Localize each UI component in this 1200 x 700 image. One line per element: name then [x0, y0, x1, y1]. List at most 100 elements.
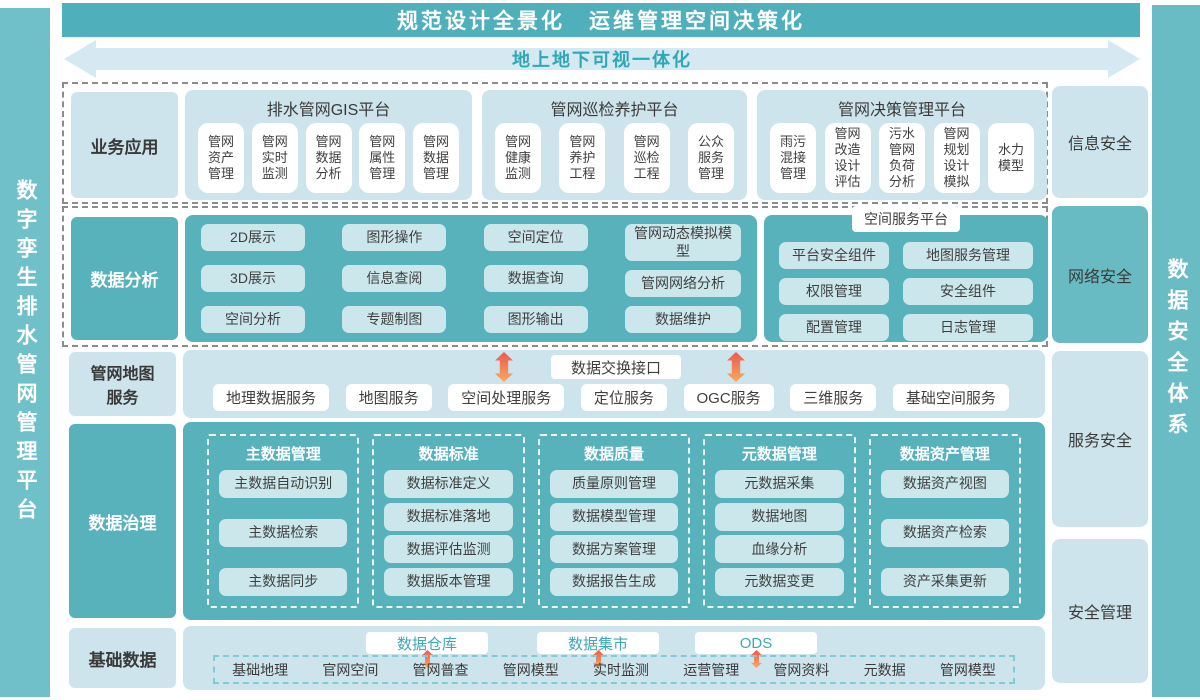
business-item-label: 管网规划设计模拟 [943, 125, 970, 190]
governance-column-data-quality: 数据质量 质量原则管理 数据模型管理 数据方案管理 数据报告生成 [537, 434, 691, 608]
governance-item: 数据方案管理 [549, 535, 679, 564]
governance-column-data-standard: 数据标准 数据标准定义 数据标准落地 数据评估监测 数据版本管理 [372, 434, 525, 608]
data-exchange-interface: 数据交换接口 [551, 355, 681, 379]
business-item: 污水管网负荷分析 [879, 123, 925, 193]
base-data-source: 元数据 [863, 661, 906, 678]
gis-platform-items: 管网资产管理 管网实时监测 管网数据分析 管网属性管理 管网数据管理 [198, 123, 459, 193]
governance-item: 数据资产检索 [880, 519, 1010, 547]
inspection-platform-title: 管网巡检养护平台 [550, 102, 679, 119]
spatial-item: 配置管理 [779, 314, 890, 341]
map-service-item: 空间处理服务 [448, 384, 565, 411]
analysis-item: 图形操作 [342, 224, 447, 251]
business-item-label: 水力模型 [997, 141, 1024, 173]
map-service-list: 地理数据服务 地图服务 空间处理服务 定位服务 OGC服务 三维服务 基础空间服… [213, 384, 1009, 411]
business-item-label: 管网巡检工程 [633, 133, 660, 182]
security-box-management: 安全管理 [1052, 539, 1148, 683]
exchange-arrow-icon [495, 352, 513, 382]
analysis-item: 图形输出 [483, 306, 588, 333]
governance-item: 数据评估监测 [384, 535, 513, 564]
base-data-source: 基础地理 [232, 661, 289, 678]
governance-column-master-data: 主数据管理 主数据自动识别 主数据检索 主数据同步 [207, 434, 360, 608]
governance-item: 数据标准定义 [384, 470, 513, 498]
governance-column-data-assets: 数据资产管理 数据资产视图 数据资产检索 资产采集更新 [868, 434, 1022, 608]
banner-arrow-left-icon [64, 40, 96, 78]
spatial-item: 日志管理 [903, 314, 1033, 341]
business-item-label: 管网数据分析 [315, 133, 342, 182]
base-data-source: 官网空间 [322, 661, 379, 678]
governance-columns: 主数据管理 主数据自动识别 主数据检索 主数据同步 数据标准 数据标准定义 数据… [207, 434, 1022, 608]
governance-item: 元数据采集 [715, 470, 844, 498]
spatial-item: 地图服务管理 [903, 242, 1033, 269]
governance-column-title: 主数据管理 [245, 446, 321, 463]
analysis-item: 空间分析 [201, 306, 305, 333]
business-item-label: 管网健康监测 [504, 133, 531, 182]
governance-item: 数据地图 [715, 502, 844, 531]
gis-platform-title: 排水管网GIS平台 [266, 102, 391, 119]
inspection-platform-items: 管网健康监测 管网养护工程 管网巡检工程 公众服务管理 [495, 123, 734, 193]
governance-items: 元数据采集 数据地图 血缘分析 元数据变更 [715, 470, 844, 596]
base-data-source: 运营管理 [683, 661, 740, 678]
spatial-item: 权限管理 [779, 278, 890, 305]
spatial-platform-title: 空间服务平台 [852, 206, 960, 232]
business-item: 水力模型 [988, 123, 1034, 193]
business-item: 管网巡检工程 [623, 123, 670, 193]
business-item-label: 管网属性管理 [369, 133, 396, 182]
governance-column-title: 数据资产管理 [899, 446, 990, 463]
governance-item: 主数据检索 [219, 519, 348, 547]
business-item: 雨污混接管理 [770, 123, 816, 193]
governance-column-title: 数据质量 [584, 446, 645, 463]
spatial-service-platform-panel: 空间服务平台 平台安全组件 地图服务管理 权限管理 安全组件 配置管理 日志管理 [764, 206, 1048, 342]
governance-item: 数据资产视图 [880, 470, 1010, 498]
map-service-item: 定位服务 [580, 384, 667, 411]
spatial-item: 安全组件 [903, 278, 1033, 305]
analysis-item: 空间定位 [483, 224, 588, 251]
row-label-analysis: 数据分析 [71, 217, 178, 340]
banner-arrow-right-icon [1108, 40, 1140, 78]
governance-panel: 主数据管理 主数据自动识别 主数据检索 主数据同步 数据标准 数据标准定义 数据… [183, 422, 1045, 620]
governance-column-metadata: 元数据管理 元数据采集 数据地图 血缘分析 元数据变更 [703, 434, 856, 608]
business-item: 管网健康监测 [495, 123, 541, 193]
business-item: 管网属性管理 [359, 123, 406, 193]
analysis-item: 信息查阅 [342, 265, 447, 292]
map-services-panel: 数据交换接口 地理数据服务 地图服务 空间处理服务 定位服务 OGC服务 三维服… [183, 350, 1045, 418]
governance-items: 质量原则管理 数据模型管理 数据方案管理 数据报告生成 [549, 470, 679, 596]
analysis-item: 专题制图 [342, 306, 447, 333]
decision-platform-title: 管网决策管理平台 [837, 102, 966, 119]
row-label-business: 业务应用 [71, 92, 178, 198]
spatial-platform-items: 平台安全组件 地图服务管理 权限管理 安全组件 配置管理 日志管理 [779, 242, 1033, 341]
exchange-arrow-icon [727, 352, 745, 382]
inspection-platform-panel: 管网巡检养护平台 管网健康监测 管网养护工程 管网巡检工程 公众服务管理 [482, 90, 747, 200]
visualization-banner: 地上地下可视一体化 [64, 40, 1140, 78]
base-data-source: 管网资料 [773, 661, 830, 678]
platform-title-bar: 数字孪生排水管网管理平台 [0, 8, 50, 697]
analysis-item: 2D展示 [201, 224, 305, 251]
row-label-map-services: 管网地图服务 [69, 352, 176, 416]
business-item: 管网养护工程 [559, 123, 606, 193]
governance-items: 数据标准定义 数据标准落地 数据评估监测 数据版本管理 [384, 470, 513, 596]
business-item-label: 管网养护工程 [569, 133, 596, 182]
business-item: 管网资产管理 [198, 123, 244, 193]
gis-platform-panel: 排水管网GIS平台 管网资产管理 管网实时监测 管网数据分析 管网属性管理 管网… [185, 90, 472, 200]
business-item-label: 管网改造设计评估 [834, 125, 861, 190]
business-item: 管网改造设计评估 [824, 123, 871, 193]
base-data-source: 实时监测 [592, 661, 649, 678]
governance-item: 血缘分析 [715, 535, 844, 564]
business-item: 管网数据管理 [413, 123, 459, 193]
governance-item: 数据版本管理 [384, 567, 513, 596]
data-warehouse-box: 数据仓库 [366, 632, 488, 654]
base-data-source: 管网普查 [412, 661, 469, 678]
decision-platform-panel: 管网决策管理平台 雨污混接管理 管网改造设计评估 污水管网负荷分析 管网规划设计… [757, 90, 1047, 200]
business-item-label: 管网数据管理 [422, 133, 449, 182]
base-data-source: 管网模型 [939, 661, 996, 678]
base-data-sources-strip: 基础地理 官网空间 管网普查 管网模型 实时监测 运营管理 管网资料 元数据 管… [213, 655, 1015, 684]
business-item: 管网规划设计模拟 [933, 123, 980, 193]
map-service-item: OGC服务 [683, 384, 774, 411]
governance-items: 主数据自动识别 主数据检索 主数据同步 [219, 470, 348, 596]
security-box-information: 信息安全 [1052, 86, 1148, 198]
analysis-item: 管网动态模拟模型 [624, 224, 741, 261]
map-service-item: 地理数据服务 [213, 384, 330, 411]
map-service-item: 基础空间服务 [892, 384, 1009, 411]
row-label-governance: 数据治理 [69, 424, 176, 618]
data-mart-box: 数据集市 [537, 632, 659, 654]
data-analysis-row: 数据分析 2D展示 3D展示 空间分析 图形操作 信息查阅 专题制图 空间定位 … [62, 206, 1048, 347]
